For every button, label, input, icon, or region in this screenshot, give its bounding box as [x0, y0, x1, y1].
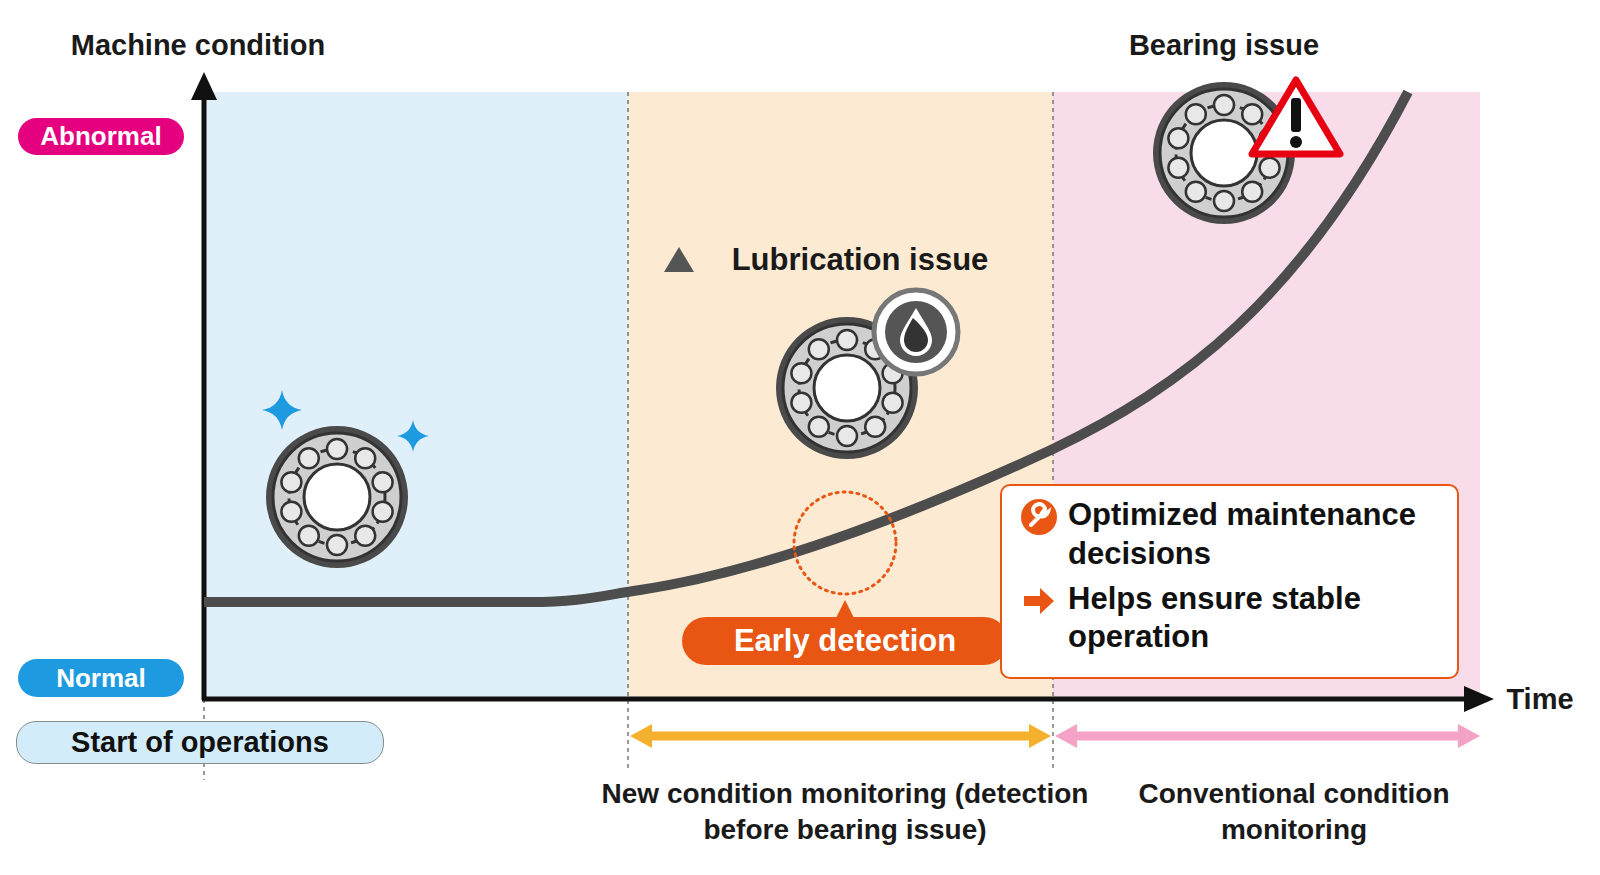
sparkle	[397, 420, 429, 452]
arrow-icon	[1020, 582, 1058, 620]
abnormal-pill: Abnormal	[18, 118, 184, 155]
early-detection-pill: Early detection	[682, 617, 1008, 665]
pill-text: Early detection	[734, 623, 956, 659]
divider-lines	[204, 92, 1053, 780]
lubrication-triangle	[664, 247, 694, 272]
x-axis-title: Time	[1506, 681, 1573, 719]
lubrication-label: Lubrication issue	[732, 240, 989, 280]
normal-band	[204, 92, 628, 699]
benefit-text: Helps ensure stable operation	[1068, 580, 1443, 658]
benefit-text: Optimized maintenance decisions	[1068, 496, 1443, 574]
axes	[191, 72, 1494, 712]
benefit-row: Optimized maintenance decisions	[1020, 496, 1443, 574]
oil-drop-icon	[874, 290, 958, 374]
y-axis-title: Machine condition	[71, 27, 326, 65]
sparkle	[262, 390, 302, 430]
benefit-box: Optimized maintenance decisionsHelps ens…	[1000, 484, 1459, 679]
normal-pill: Normal	[18, 659, 184, 697]
warning-icon	[1252, 80, 1340, 154]
healthy-bearing	[266, 426, 408, 568]
new-monitoring-band	[628, 92, 1053, 699]
new-monitoring-label: New condition monitoring (detection befo…	[588, 776, 1103, 849]
conventional-monitoring-label: Conventional condition monitoring	[1104, 776, 1484, 849]
benefit-row: Helps ensure stable operation	[1020, 580, 1443, 658]
period-arrows	[630, 724, 1480, 748]
wrench-icon	[1020, 498, 1058, 536]
pill-text: Normal	[56, 663, 146, 694]
pill-text: Abnormal	[40, 121, 161, 152]
pill-text: Start of operations	[71, 726, 329, 759]
bearing-issue-label: Bearing issue	[1129, 27, 1319, 65]
start-pill: Start of operations	[16, 721, 384, 764]
detection-circle	[794, 492, 896, 594]
